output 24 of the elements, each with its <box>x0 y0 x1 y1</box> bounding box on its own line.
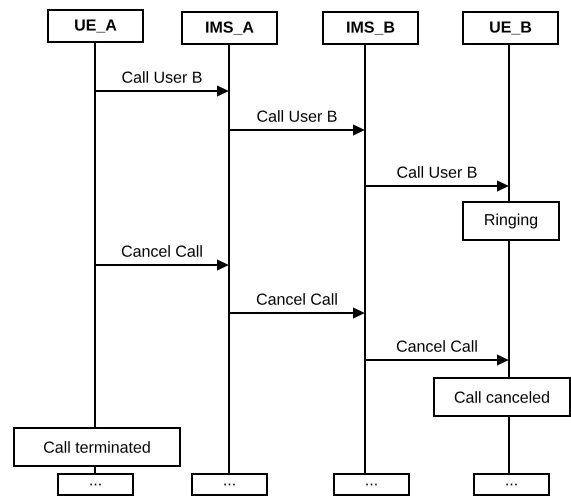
message-label: Cancel Call <box>120 244 204 258</box>
participant-box: IMS_B <box>322 11 419 45</box>
lifeline <box>364 44 366 474</box>
state-box: Call terminated <box>13 427 181 467</box>
state-box: Call canceled <box>433 377 571 417</box>
continuation-box: ... <box>57 473 134 496</box>
lifeline <box>508 416 510 474</box>
message-label: Call User B <box>395 164 479 180</box>
message-label: Call User B <box>120 70 204 84</box>
continuation-box: ... <box>473 473 550 496</box>
participant-box: IMS_A <box>181 11 278 45</box>
lifeline <box>508 44 510 202</box>
lifeline <box>508 240 510 378</box>
message-label: Cancel Call <box>394 338 480 354</box>
state-box: Ringing <box>462 201 560 241</box>
lifeline <box>94 42 96 428</box>
message-label: Cancel Call <box>254 292 340 306</box>
message-label: Call User B <box>255 108 339 124</box>
continuation-box: ... <box>191 473 268 496</box>
continuation-box: ... <box>333 473 410 496</box>
lifeline <box>228 44 230 474</box>
participant-box: UE_A <box>47 9 144 43</box>
participant-box: UE_B <box>462 11 559 45</box>
lifeline <box>94 466 96 474</box>
